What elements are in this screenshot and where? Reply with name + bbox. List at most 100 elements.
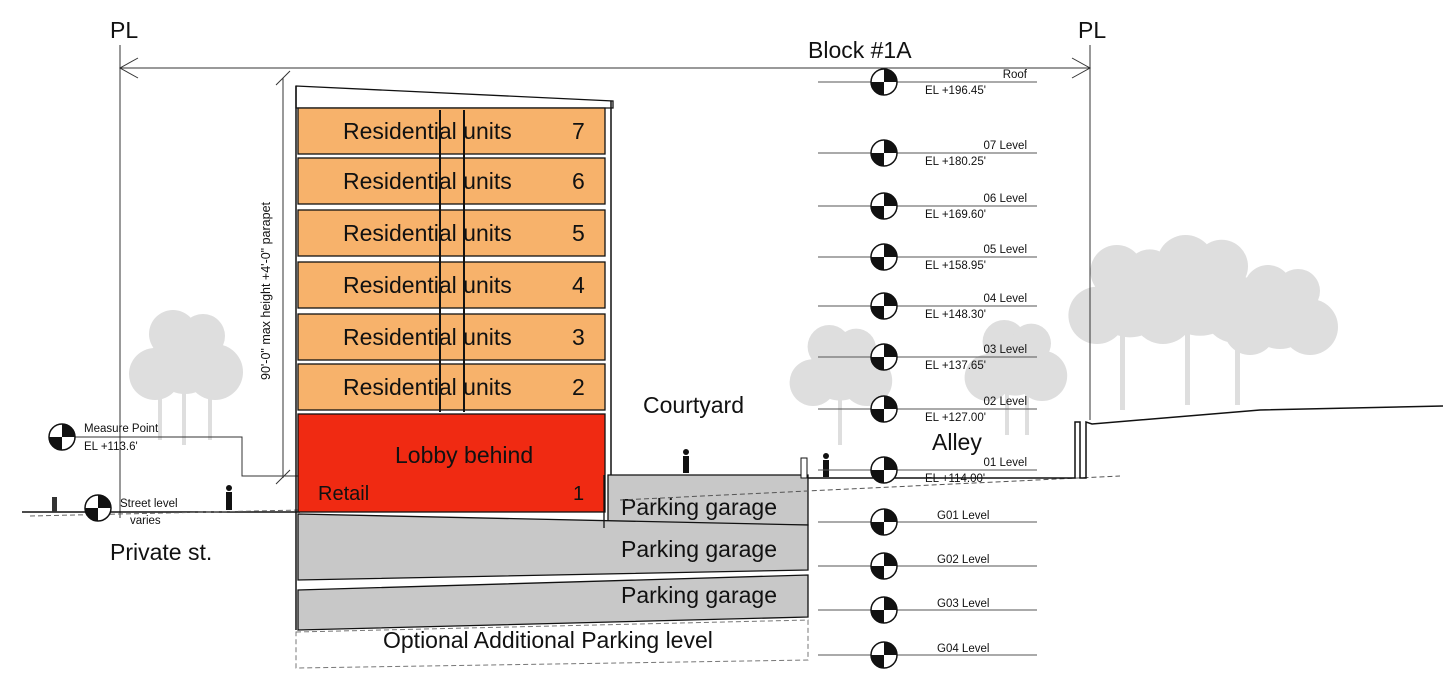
residential-floor: Residential units 2 (297, 363, 606, 411)
level-symbol-quadrant (871, 470, 884, 483)
residential-floor-number: 3 (572, 324, 585, 350)
level-elevation: EL +169.60' (925, 209, 986, 221)
retail-label: Retail (318, 483, 369, 505)
level-name: G04 Level (937, 643, 989, 655)
level-name: 06 Level (984, 193, 1027, 205)
residential-floor-slab (297, 363, 606, 411)
residential-floor: Residential units 7 (297, 107, 606, 155)
level-name: G03 Level (937, 598, 989, 610)
level-symbol-quadrant (871, 655, 884, 668)
residential-floor-label: Residential units (343, 324, 512, 350)
grade-dashed-line (619, 475, 1121, 501)
alley-label: Alley (932, 429, 982, 455)
level-symbol-quadrant (871, 82, 884, 95)
level-marker: 07 Level EL +180.25' (818, 139, 1037, 168)
level-symbol-quadrant (871, 610, 884, 623)
level-marker: G01 Level (818, 508, 1037, 536)
level-marker: 03 Level EL +137.65' (818, 343, 1037, 372)
measure-point-leader (62, 436, 276, 477)
level-name: 01 Level (984, 457, 1027, 469)
parking-label-2: Parking garage (621, 536, 777, 562)
level-symbol-quadrant (871, 522, 884, 535)
level-symbol-quadrant (884, 642, 897, 655)
level-symbol-quadrant (884, 140, 897, 153)
level-elevation: EL +148.30' (925, 309, 986, 321)
level-symbol-quadrant (884, 193, 897, 206)
measure-point-marker (48, 423, 76, 451)
level-symbol-quadrant (884, 509, 897, 522)
residential-floor-label: Residential units (343, 168, 512, 194)
level-elevation: EL +158.95' (925, 260, 986, 272)
residential-floor-slab (297, 261, 606, 309)
street-level-marker (84, 494, 112, 522)
level-marker: 05 Level EL +158.95' (818, 243, 1037, 272)
pl-right-label: PL (1078, 17, 1106, 43)
level-elevation: EL +114.00' (925, 473, 985, 485)
residential-floor-number: 2 (572, 374, 585, 400)
residential-floor-label: Residential units (343, 374, 512, 400)
pl-left-label: PL (110, 17, 138, 43)
residential-floor-slab (297, 157, 606, 205)
street-level-label: Street level (120, 498, 178, 510)
level-name: 05 Level (984, 244, 1027, 256)
level-marker: 01 Level EL +114.00' (818, 456, 1037, 485)
level-marker: G02 Level (818, 552, 1037, 580)
height-dimension (270, 70, 298, 485)
retail-floor-number: 1 (573, 483, 584, 505)
level-symbol-quadrant (871, 257, 884, 270)
residential-floor-slab (297, 313, 606, 361)
residential-floor: Residential units 3 (297, 313, 606, 361)
level-marker: G04 Level (818, 641, 1037, 669)
level-symbol-quadrant (884, 553, 897, 566)
level-name: 02 Level (984, 396, 1027, 408)
level-name: 03 Level (984, 344, 1027, 356)
residential-floor-number: 5 (572, 220, 585, 246)
level-symbol-quadrant (884, 344, 897, 357)
level-name: 07 Level (984, 140, 1027, 152)
roof-parapet (295, 85, 614, 109)
background-trees (129, 235, 1338, 445)
residential-floor-slab (297, 107, 606, 155)
level-marker: 06 Level EL +169.60' (818, 192, 1037, 221)
private-street-label: Private st. (110, 539, 212, 565)
residential-floor-number: 4 (572, 272, 585, 298)
level-name: Roof (1003, 69, 1028, 81)
level-symbol-quadrant (884, 457, 897, 470)
level-symbol-quadrant (884, 293, 897, 306)
level-symbol-quadrant (884, 69, 897, 82)
level-symbol-quadrant (884, 244, 897, 257)
level-symbol-quadrant (871, 409, 884, 422)
courtyard-label: Courtyard (643, 392, 744, 418)
measure-point-label: Measure Point (84, 423, 159, 435)
residential-floor-number: 7 (572, 118, 585, 144)
level-symbol-quadrant (871, 566, 884, 579)
level-elevation: EL +180.25' (925, 156, 986, 168)
level-symbol-quadrant (871, 357, 884, 370)
level-name: G01 Level (937, 510, 989, 522)
block-dimension-line (118, 57, 1092, 79)
measure-point-elevation: EL +113.6' (84, 441, 138, 453)
level-symbol-quadrant (871, 206, 884, 219)
street-dashed-line (29, 509, 301, 517)
person-figures (226, 449, 829, 510)
street-level-varies: varies (130, 515, 161, 527)
bollard (52, 497, 57, 512)
height-dimension-label: 90'-0" max height +4'-0" parapet (259, 201, 273, 380)
optional-parking-label: Optional Additional Parking level (383, 627, 713, 653)
parking-garage-middle (297, 513, 809, 581)
level-elevation: EL +137.65' (925, 360, 986, 372)
level-symbol-quadrant (884, 396, 897, 409)
level-name: 04 Level (984, 293, 1027, 305)
block-label: Block #1A (808, 37, 912, 63)
lobby-retail-floor (297, 413, 606, 513)
residential-floor: Residential units 5 (297, 209, 606, 257)
parking-garage-lower (297, 574, 809, 631)
residential-floor-label: Residential units (343, 118, 512, 144)
level-marker: G03 Level (818, 596, 1037, 624)
level-symbol-quadrant (871, 306, 884, 319)
residential-floor-label: Residential units (343, 220, 512, 246)
